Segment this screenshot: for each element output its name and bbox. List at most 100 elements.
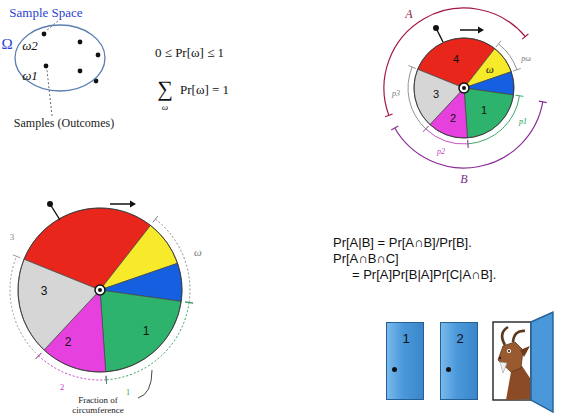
- bracket-tick: [539, 101, 547, 102]
- measure-bracket: [498, 44, 516, 70]
- arc-mark: 3: [10, 233, 15, 243]
- spin-arrow: [110, 203, 131, 205]
- probability-axiom: Pr[ω] = 1: [180, 83, 229, 97]
- probability-formula: Pr[A∩B∩C]: [333, 252, 399, 266]
- measure-bracket: [155, 219, 190, 302]
- set-ellipse: [15, 25, 105, 91]
- door-frame: [493, 322, 531, 400]
- goat-eye: [507, 349, 511, 353]
- arrow-head: [478, 27, 484, 34]
- measure-bracket: [408, 67, 426, 129]
- sector-number: 3: [433, 88, 439, 100]
- wheel-sector: [464, 88, 514, 138]
- arc-mark: ω: [194, 246, 202, 258]
- pointer-ball: [47, 201, 53, 207]
- wheel-rim: [414, 38, 514, 138]
- measure-bracket: [106, 303, 189, 380]
- wheel-hub: [95, 285, 105, 295]
- sector-number: 2: [65, 336, 72, 349]
- door-number: 2: [456, 332, 463, 346]
- bracket-tick: [408, 66, 415, 69]
- sample-dot: [44, 64, 49, 69]
- set-symbol: Ω: [1, 36, 12, 53]
- probability-formula: = Pr[A]Pr[B|A]Pr[C|A∩B].: [352, 268, 496, 282]
- probability-formula: Pr[A|B] = Pr[A∩B]/Pr[B].: [333, 236, 472, 250]
- measure-bracket: [395, 102, 543, 168]
- goat-head: [498, 342, 523, 372]
- outcome-name: ω2: [22, 39, 38, 53]
- bracket-tick: [185, 302, 193, 303]
- arc-mark: 2: [60, 383, 65, 393]
- door-knob: [392, 367, 397, 372]
- sample-space-set: Ωω2ω1: [14, 24, 106, 92]
- sector-symbol: ω: [486, 63, 494, 75]
- sector-number: 4: [453, 53, 459, 65]
- bracket-tick: [106, 376, 108, 384]
- bracket-tick: [423, 126, 428, 132]
- goat-nose: [499, 357, 501, 359]
- probability-mark: p2: [437, 148, 445, 157]
- sample-points: [42, 32, 101, 84]
- sum-symbol: ∑: [157, 77, 173, 101]
- wheel-sector: [414, 69, 464, 124]
- closed-door: 2: [440, 322, 478, 400]
- goat-horn: [502, 327, 508, 345]
- sample-dot: [42, 32, 47, 37]
- measure-bracket: [426, 129, 468, 144]
- measure-bracket: [39, 356, 107, 380]
- probability-mark: pω: [521, 55, 531, 64]
- bracket-tick: [515, 95, 523, 96]
- goat-ear: [520, 346, 530, 357]
- door-number: 1: [402, 332, 409, 346]
- arc-mark: 1: [126, 389, 130, 398]
- bracket-tick: [522, 34, 528, 39]
- leader-line: [138, 370, 152, 398]
- event-name: A: [405, 8, 412, 21]
- open-door-panel: [531, 312, 553, 412]
- sector-number: 2: [450, 112, 456, 124]
- wheel-sector: [100, 290, 181, 372]
- door-knob: [446, 367, 451, 372]
- outcome-name: ω1: [22, 69, 38, 83]
- sector-number: 3: [41, 285, 48, 298]
- bracket-tick: [385, 114, 393, 117]
- sector-number: 1: [143, 325, 150, 338]
- closed-door: 1: [386, 322, 424, 400]
- measure-bracket: [10, 256, 39, 356]
- bracket-tick: [467, 140, 469, 148]
- set-caption: Sample Space: [9, 6, 82, 20]
- probability-mark: p3: [392, 90, 400, 99]
- leader-line: [47, 70, 52, 116]
- bracket-tick: [153, 216, 158, 222]
- bracket-tick: [513, 68, 521, 71]
- bracket-tick: [36, 353, 41, 359]
- arc-caption: Fraction of circumference: [63, 396, 133, 416]
- wheel-sector: [18, 259, 100, 350]
- wheel-hub: [459, 83, 469, 93]
- goat-pupil: [508, 350, 510, 352]
- pointer-ball: [433, 25, 439, 31]
- bracket-tick: [36, 353, 41, 359]
- event-name: B: [460, 173, 467, 186]
- measure-bracket: [468, 96, 520, 144]
- goat-beard: [500, 362, 507, 373]
- sample-dot: [78, 40, 83, 45]
- goat-figure: [498, 327, 530, 400]
- sample-dot: [96, 53, 101, 58]
- bracket-tick: [185, 302, 193, 303]
- bracket-tick: [496, 41, 501, 47]
- sample-dot: [78, 69, 83, 74]
- sum-index: ω: [162, 103, 168, 113]
- wheel-hub-center: [98, 288, 102, 292]
- bracket-tick: [391, 126, 398, 130]
- arrow-head: [130, 201, 136, 208]
- probability-axiom: 0 ≤ Pr[ω] ≤ 1: [155, 46, 224, 60]
- outcome-caption: Samples (Outcomes): [14, 117, 114, 130]
- measure-bracket: [384, 8, 525, 115]
- spin-arrow: [460, 29, 479, 31]
- wheel-hub-center: [462, 86, 466, 90]
- probability-mark: p1: [519, 118, 527, 127]
- bracket-tick: [13, 255, 20, 258]
- sector-number: 1: [481, 104, 487, 116]
